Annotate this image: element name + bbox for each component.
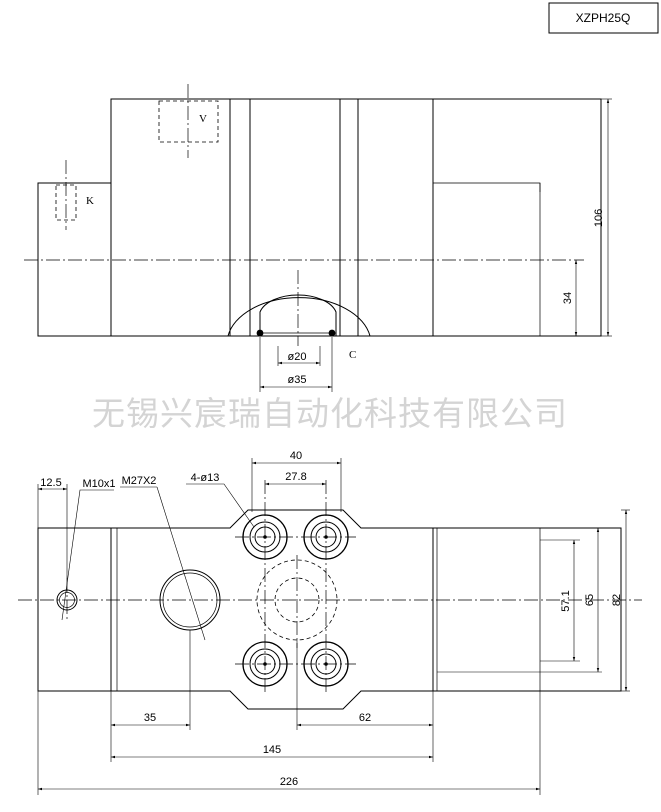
port-k-label: K [86,195,94,207]
dim-height: 106 [593,209,605,227]
title-block: XZPH25Q [548,2,659,34]
o-ring-left [256,329,264,337]
thread-large-label: M27X2 [122,475,157,487]
title-block-border [548,2,659,34]
thread-small-label: M10x1 [82,478,115,490]
company-watermark: 无锡兴宸瑞自动化科技有限公司 [92,394,568,433]
port-v-label: V [199,113,207,125]
o-ring-right [328,329,336,337]
port-v-hidden [158,100,219,143]
dim-inner-width: 57.1 [560,590,572,611]
m10-leader [61,489,114,621]
dim-total-width: 82 [611,594,623,606]
dim-outer-diameter: ø35 [288,374,307,386]
dim-35: 35 [144,712,156,724]
section-bore [259,294,337,337]
dim-flange-width: 40 [290,450,302,462]
dim-62: 62 [359,712,371,724]
dim-145: 145 [263,744,281,756]
dim-mid-width: 65 [584,594,596,606]
dim-left-offset: 12.5 [40,477,61,489]
section-hatch [227,297,371,337]
plan-view: 40 27.8 12.5 M10x1 M27X2 4-ø13 57.1 65 8… [18,450,642,795]
plan-outline [37,509,622,710]
dim-hole-spacing: 27.8 [285,471,306,483]
dim-inner-diameter: ø20 [288,351,307,363]
front-outline [37,98,602,337]
dim-center-height: 34 [562,292,574,304]
port-c-label: C [349,349,356,361]
model-number: XZPH25Q [576,11,631,25]
front-view: V K C ø20 ø35 106 34 [24,84,612,392]
holes-label: 4-ø13 [191,472,220,484]
dim-226: 226 [280,776,298,788]
center-bore-hidden [256,559,338,641]
m27-leader [156,486,206,641]
holes-leader [186,483,255,528]
right-step [433,182,541,336]
